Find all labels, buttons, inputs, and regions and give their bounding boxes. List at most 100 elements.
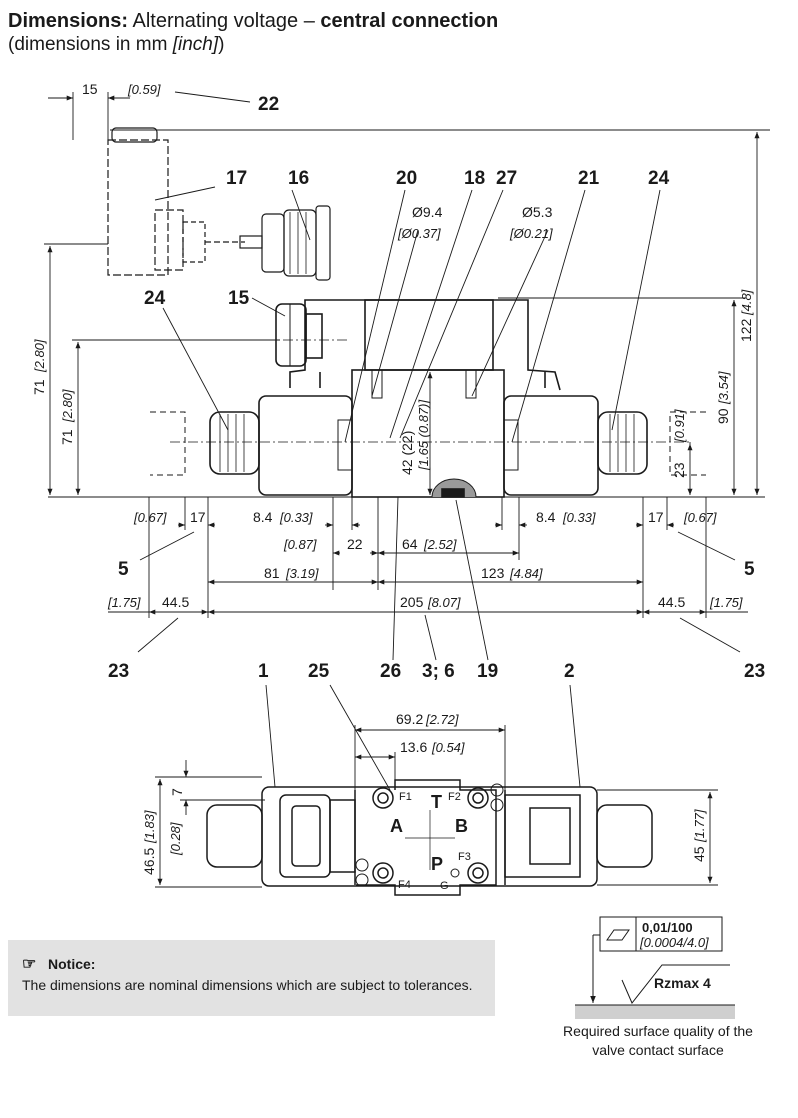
dim-123-inch: [4.84] — [509, 566, 543, 581]
callout-25: 25 — [308, 661, 330, 682]
dim-8-4-right-inch: [0.33] — [562, 510, 596, 525]
dim-44-5-right: 44.5 — [658, 594, 685, 610]
plug-outline-dashed — [150, 411, 706, 476]
dim-44-5-left: 44.5 — [162, 594, 189, 610]
callout-24-left: 24 — [144, 288, 166, 309]
dim-8-4-left-inch: [0.33] — [279, 510, 313, 525]
dim-1-75-right: [1.75] — [709, 595, 743, 610]
surface-quality-symbol — [575, 916, 735, 1019]
dim-1-75-left: [1.75] — [107, 595, 141, 610]
bolt-hole-right — [465, 369, 477, 399]
dim-71-outer: 71 — [31, 379, 47, 395]
roughness-icon — [621, 964, 730, 1004]
dim-42-22: 42 (22) — [399, 431, 415, 475]
dim-15: 15 — [82, 81, 98, 97]
contact-surface-shading — [575, 1005, 735, 1019]
dim-23: 23 — [671, 462, 687, 478]
bottom-dimension-lines — [155, 684, 718, 888]
port-B: B — [455, 816, 468, 836]
dim-90: 90 — [715, 408, 731, 424]
dim-205: 205 — [400, 594, 424, 610]
valve-body-outline — [261, 786, 598, 887]
callout-17: 17 — [226, 168, 247, 189]
junction-box — [289, 299, 561, 391]
dim-64: 64 — [402, 536, 418, 552]
callout-27: 27 — [496, 168, 517, 189]
dim-8-4-left: 8.4 — [253, 509, 273, 525]
callout-3-6: 3; 6 — [422, 661, 455, 682]
right-override-bottom — [596, 804, 653, 868]
mounting-hole-f3 — [467, 862, 489, 884]
roughness-value: Rzmax 4 — [654, 975, 711, 991]
notice-box: ☞ Notice: The dimensions are nominal dime… — [8, 940, 495, 1016]
plug-16 — [261, 213, 285, 273]
dim-90-inch: [3.54] — [716, 371, 731, 405]
dim-205-inch: [8.07] — [427, 595, 461, 610]
dim-0-87: [0.87] — [283, 537, 317, 552]
port-plate — [356, 779, 497, 896]
dim-71-inner-inch: [2.80] — [60, 389, 75, 423]
dim-23-inch: [0.91] — [672, 409, 687, 443]
title-bold-2: central connection — [320, 10, 499, 32]
flatness-icon — [606, 929, 630, 941]
port-F2: F2 — [448, 791, 461, 803]
port-F4: F4 — [398, 879, 411, 891]
dim-22: 22 — [347, 536, 363, 552]
mounting-hole-f2 — [467, 787, 489, 809]
valve-bottom-view — [206, 779, 653, 896]
surface-caption: Required surface quality of the valve co… — [563, 1023, 753, 1058]
callout-5-right: 5 — [744, 559, 755, 580]
callout-2: 2 — [564, 661, 575, 682]
callout-16: 16 — [288, 168, 309, 189]
dim-71-inner: 71 — [59, 429, 75, 445]
dim-d5-3-inch: [Ø0.21] — [509, 226, 553, 241]
dim-122-inch: [4.8] — [739, 289, 754, 316]
callout-19: 19 — [477, 661, 498, 682]
dim-81: 81 — [264, 565, 280, 581]
plug-connector-side-view — [107, 127, 331, 281]
dim-8-4-right: 8.4 — [536, 509, 556, 525]
flatness-tolerance-inch: [0.0004/4.0] — [639, 935, 709, 950]
dim-0-67-right: [0.67] — [683, 510, 717, 525]
dim-7: 7 — [169, 788, 185, 796]
callout-1: 1 — [258, 661, 269, 682]
callout-23-right: 23 — [744, 661, 765, 682]
terminal-cover — [364, 299, 494, 371]
title-regular: Alternating voltage – — [132, 10, 315, 32]
dim-d9-4: Ø9.4 — [412, 204, 443, 220]
notice-text: The dimensions are nominal dimensions wh… — [22, 977, 473, 993]
callout-20: 20 — [396, 168, 417, 189]
bolt-hole-left — [371, 369, 383, 399]
callout-24-right: 24 — [648, 168, 670, 189]
port-F3: F3 — [458, 851, 471, 863]
dim-45: 45 — [691, 846, 707, 862]
left-manual-override — [209, 411, 260, 475]
dim-d9-4-inch: [Ø0.37] — [397, 226, 441, 241]
right-manual-override — [597, 411, 648, 475]
page-subtitle: (dimensions in mm [inch]) — [8, 34, 225, 55]
flatness-tolerance: 0,01/100 — [642, 920, 693, 935]
dim-17-left: 17 — [190, 509, 206, 525]
dim-45-inch: [1.77] — [692, 809, 707, 843]
page-title: Dimensions: Alternating voltage – centra… — [8, 10, 498, 56]
pointing-hand-icon: ☞ — [22, 956, 37, 973]
callout-21: 21 — [578, 168, 600, 189]
mounting-hole-f4 — [372, 862, 394, 884]
dim-d5-3: Ø5.3 — [522, 204, 553, 220]
port-T: T — [431, 792, 442, 812]
callout-18: 18 — [464, 168, 485, 189]
dim-64-inch: [2.52] — [423, 537, 457, 552]
dim-69-2: 69.2 — [396, 711, 423, 727]
port-G: G — [440, 880, 449, 892]
notice-title: Notice: — [48, 956, 96, 972]
callout-22: 22 — [258, 94, 279, 115]
dim-17-right: 17 — [648, 509, 664, 525]
dim-46-5: 46.5 — [141, 848, 157, 875]
callout-5-left: 5 — [118, 559, 129, 580]
dim-81-inch: [3.19] — [285, 566, 319, 581]
dimension-lines — [44, 91, 770, 661]
callout-26: 26 — [380, 661, 401, 682]
valve-front-view — [48, 299, 765, 498]
dim-71-outer-inch: [2.80] — [32, 339, 47, 373]
